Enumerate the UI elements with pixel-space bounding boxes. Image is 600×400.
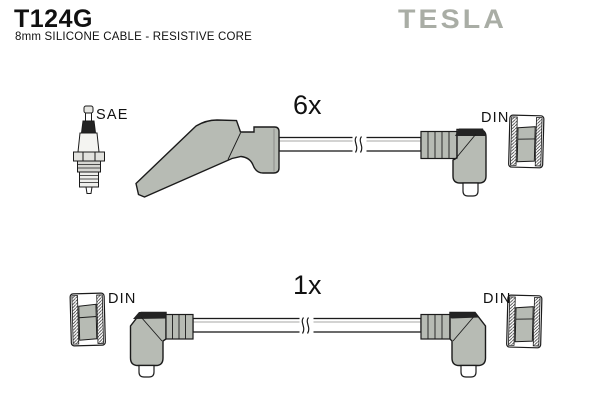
din-terminal-icon: [507, 114, 545, 169]
ribbed-collar: [165, 313, 194, 340]
right-angle-boot-din: [452, 128, 487, 197]
left-angle-boot-din: [129, 311, 167, 378]
ribbed-collar: [420, 313, 451, 340]
din-terminal-icon: [69, 292, 107, 347]
quantity-label-top: 6x: [293, 90, 322, 120]
brand-logo: TESLA: [398, 4, 507, 34]
connector-standard-label-din: DIN: [481, 110, 510, 126]
cable-break-icon: [354, 136, 363, 153]
spark-plug-icon: [73, 105, 105, 194]
connector-standard-label-din: DIN: [483, 291, 512, 307]
cable-top: [278, 135, 422, 153]
ribbed-collar: [420, 130, 458, 160]
product-subtitle: 8mm SILICONE CABLE - RESISTIVE CORE: [15, 31, 253, 43]
cable-break-icon: [301, 317, 310, 334]
right-angle-boot-din: [449, 311, 487, 378]
part-number: T124G: [14, 5, 93, 33]
din-terminal-icon: [505, 294, 543, 349]
connector-standard-label-sae: SAE: [96, 107, 129, 123]
angled-boot-sae: [135, 119, 280, 198]
cable-bottom: [192, 316, 422, 334]
quantity-label-bottom: 1x: [293, 270, 322, 300]
connector-standard-label-din: DIN: [108, 291, 137, 307]
